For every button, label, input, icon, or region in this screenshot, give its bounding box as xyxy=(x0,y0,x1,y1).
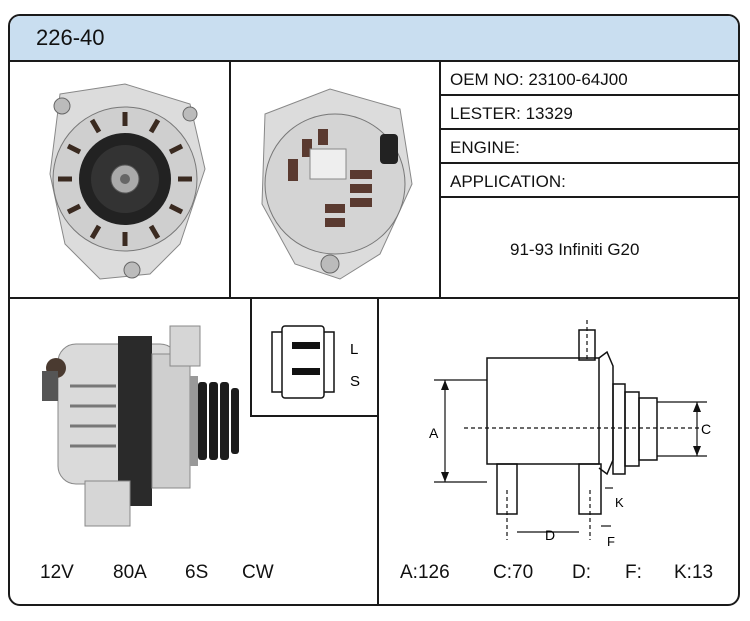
spec-rotation: CW xyxy=(242,562,274,583)
part-number: 226-40 xyxy=(36,25,105,50)
alternator-side-photo xyxy=(42,325,239,527)
connector-pin-l: L xyxy=(350,341,358,358)
divider xyxy=(10,297,738,299)
connector-box: L S xyxy=(250,298,377,417)
header-bar: 226-40 xyxy=(10,16,738,62)
spec-amperage: 80A xyxy=(113,562,147,583)
divider xyxy=(229,60,231,298)
spec-voltage: 12V xyxy=(40,562,74,583)
engine-label: ENGINE: xyxy=(450,138,520,157)
lester-number: LESTER: 13329 xyxy=(450,104,573,123)
divider xyxy=(439,60,441,298)
dim-label-k: K xyxy=(615,495,624,510)
divider xyxy=(440,94,738,96)
connector-diagram: L S xyxy=(271,325,360,399)
alternator-front-photo xyxy=(49,83,206,280)
dimension-k: K:13 xyxy=(674,562,714,583)
dim-label-c: C xyxy=(701,421,711,437)
dimension-d: D: xyxy=(572,562,591,583)
spec-sheet: 226-40 L S OEM NO: 23100-64J00 LESTER: 1… xyxy=(8,14,740,606)
connector-pin-s: S xyxy=(350,373,360,390)
oem-number: OEM NO: 23100-64J00 xyxy=(450,70,628,89)
dimension-c: C:70 xyxy=(493,562,534,583)
divider xyxy=(440,128,738,130)
divider xyxy=(377,298,379,604)
dim-label-a: A xyxy=(429,425,439,441)
dim-label-f: F xyxy=(607,534,615,549)
dimension-a: A:126 xyxy=(400,562,450,583)
divider xyxy=(440,196,738,198)
application-label: APPLICATION: xyxy=(450,172,566,191)
divider xyxy=(440,162,738,164)
spec-pulley: 6S xyxy=(185,562,209,583)
dimension-drawing: A C D F K xyxy=(429,320,711,549)
application-value: 91-93 Infiniti G20 xyxy=(510,240,640,259)
dimension-f: F: xyxy=(625,562,642,583)
alternator-rear-photo xyxy=(261,88,413,280)
dim-label-d: D xyxy=(545,527,555,543)
